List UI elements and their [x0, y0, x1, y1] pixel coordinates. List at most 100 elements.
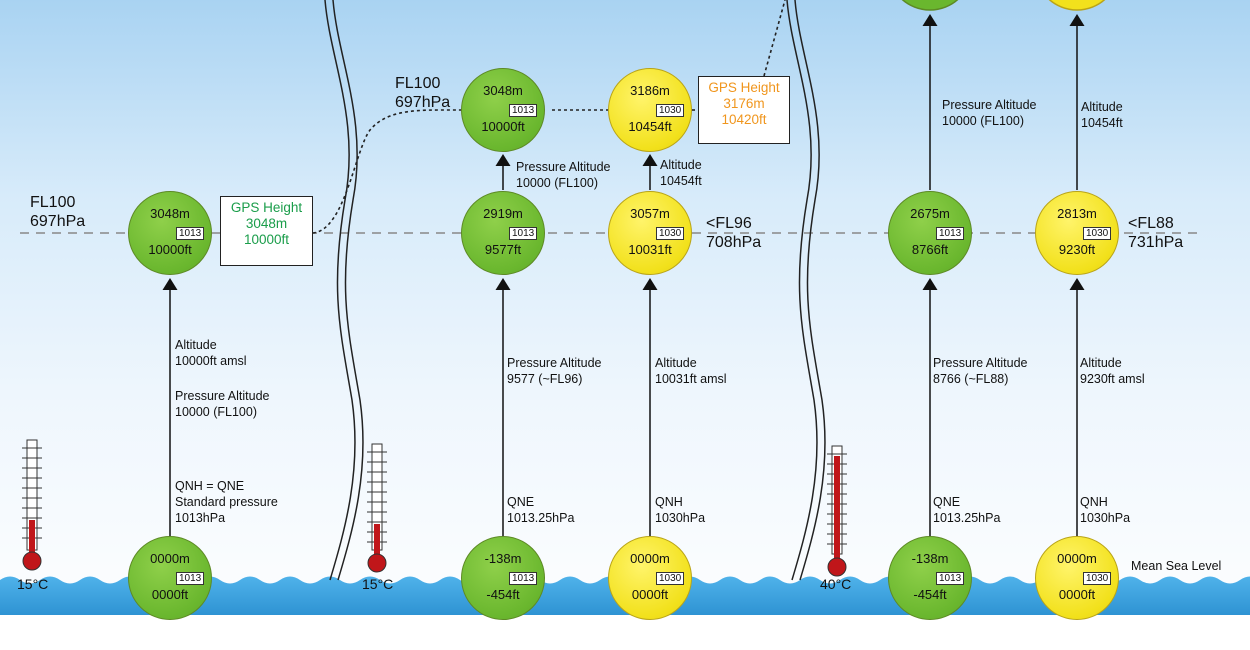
thermometer-icon-2	[367, 443, 387, 573]
hpa-text: 697hPa	[30, 213, 86, 230]
meters-value: -138m	[911, 551, 949, 566]
mean-sea-level-label: Mean Sea Level	[1131, 559, 1222, 573]
p2-green-top-ball: 3048m 1013 10000ft	[461, 68, 545, 152]
fl100-label-left: FL100 697hPa	[30, 193, 85, 231]
label-line: 10000 (FL100)	[175, 405, 258, 419]
dotted-connector-gps2-up	[763, 0, 786, 77]
label-line: Altitude	[175, 338, 217, 352]
gps-feet: 10420ft	[721, 112, 767, 127]
qnh-setting: 1013	[509, 227, 538, 240]
gps-meters: 3176m	[723, 96, 765, 111]
hpa-text: 731hPa	[1128, 234, 1184, 251]
p2-yellow-mid-label: Altitude 10454ft	[660, 157, 702, 189]
feet-value: 0000ft	[151, 587, 189, 602]
p1-altitude-label: Altitude 10000ft amsl	[175, 337, 247, 369]
p2-green-low-label: Pressure Altitude 9577 (~FL96)	[507, 355, 602, 387]
feet-value: 10031ft	[628, 242, 672, 257]
label-line: QNH	[1080, 495, 1108, 509]
p3-yellow-low-label: Altitude 9230ft amsl	[1080, 355, 1145, 387]
p2-green-bottom-ball: -138m 1013 -454ft	[461, 536, 545, 620]
p2-yellow-mid-ball: 3057m 1030 10031ft	[608, 191, 692, 275]
gps-feet: 10000ft	[243, 232, 290, 247]
p3-level-label: <FL88 731hPa	[1128, 214, 1183, 252]
label-line: 1013.25hPa	[933, 511, 1001, 525]
label-line: Pressure Altitude	[933, 356, 1028, 370]
p3-green-top-ball	[901, 0, 959, 11]
feet-value: 9230ft	[1058, 242, 1096, 257]
gps-title: GPS Height	[230, 200, 303, 215]
feet-value: 9577ft	[484, 242, 522, 257]
feet-value: 10000ft	[148, 242, 192, 257]
label-line: Altitude	[660, 158, 702, 172]
label-line: 10454ft	[1081, 116, 1123, 130]
meters-value: 0000m	[630, 551, 670, 566]
p1-top-ball: 3048m 1013 10000ft	[128, 191, 212, 275]
p3-green-mid-ball: 2675m 1013 8766ft	[888, 191, 972, 275]
thermometer-icon-1	[22, 439, 42, 571]
label-line: Pressure Altitude	[516, 160, 611, 174]
temperature-label: 15°C	[17, 576, 49, 592]
qnh-setting: 1030	[656, 227, 685, 240]
label-line: Altitude	[1080, 356, 1122, 370]
meters-value: 2675m	[910, 206, 950, 221]
label-line: QNE	[933, 495, 961, 509]
label-line: Pressure Altitude	[507, 356, 602, 370]
meters-value: 3048m	[483, 83, 523, 98]
meters-value: -138m	[484, 551, 522, 566]
meters-value: 3186m	[630, 83, 670, 98]
qnh-setting: 1030	[656, 572, 685, 585]
feet-value: 10454ft	[628, 119, 672, 134]
meters-value: 2919m	[483, 206, 523, 221]
fl-text: FL100	[395, 75, 441, 92]
thermometer-icon-3	[827, 445, 847, 577]
p2-gps-box: GPS Height 3176m 10420ft	[698, 76, 790, 144]
qnh-setting: 1013	[936, 572, 965, 585]
p3-green-qne-label: QNE 1013.25hPa	[933, 494, 1000, 526]
label-line: Pressure Altitude	[942, 98, 1037, 112]
qnh-setting: 1030	[656, 104, 685, 117]
label-line: Standard pressure	[175, 495, 278, 509]
p2-green-mid-ball: 2919m 1013 9577ft	[461, 191, 545, 275]
temperature-label: 40°C	[820, 576, 852, 592]
qnh-setting: 1013	[176, 227, 205, 240]
p3-yellow-upper-label: Altitude 10454ft	[1081, 99, 1123, 131]
p1-bottom-ball: 0000m 1013 0000ft	[128, 536, 212, 620]
p3-green-upper-label: Pressure Altitude 10000 (FL100)	[942, 97, 1037, 129]
dotted-connector-gps1	[312, 109, 468, 234]
label-line: 9230ft amsl	[1080, 372, 1145, 386]
hpa-text: 708hPa	[706, 234, 762, 251]
meters-value: 3057m	[630, 206, 670, 221]
qnh-setting: 1013	[176, 572, 205, 585]
label-line: 9577 (~FL96)	[507, 372, 583, 386]
p3-green-low-label: Pressure Altitude 8766 (~FL88)	[933, 355, 1028, 387]
label-line: 8766 (~FL88)	[933, 372, 1009, 386]
label-line: Altitude	[655, 356, 697, 370]
label-line: QNH	[655, 495, 683, 509]
qnh-setting: 1030	[1083, 227, 1112, 240]
qnh-setting: 1013	[509, 104, 538, 117]
label-line: 1013.25hPa	[507, 511, 575, 525]
p1-gps-box: GPS Height 3048m 10000ft	[220, 196, 313, 266]
feet-value: -454ft	[913, 587, 947, 602]
panel-separator-2	[786, 0, 826, 581]
p3-yellow-qnh-label: QNH 1030hPa	[1080, 494, 1130, 526]
fl-text: <FL96	[706, 215, 752, 232]
gps-meters: 3048m	[245, 216, 288, 231]
meters-value: 0000m	[1057, 551, 1097, 566]
feet-value: 0000ft	[1058, 587, 1096, 602]
p1-qnh-label: QNH = QNE Standard pressure 1013hPa	[175, 478, 278, 526]
p2-green-qne-label: QNE 1013.25hPa	[507, 494, 574, 526]
p2-green-mid-label: Pressure Altitude 10000 (FL100)	[516, 159, 611, 191]
qnh-setting: 1013	[936, 227, 965, 240]
p1-pressure-altitude-label: Pressure Altitude 10000 (FL100)	[175, 388, 270, 420]
hpa-text: 697hPa	[395, 94, 451, 111]
label-line: 1030hPa	[655, 511, 706, 525]
meters-value: 2813m	[1057, 206, 1097, 221]
fl-text: FL100	[30, 194, 76, 211]
label-line: QNH = QNE	[175, 479, 245, 493]
panel-separator-1	[324, 0, 364, 581]
p2-yellow-top-ball: 3186m 1030 10454ft	[608, 68, 692, 152]
p3-green-bottom-ball: -138m 1013 -454ft	[888, 536, 972, 620]
feet-value: 0000ft	[631, 587, 669, 602]
